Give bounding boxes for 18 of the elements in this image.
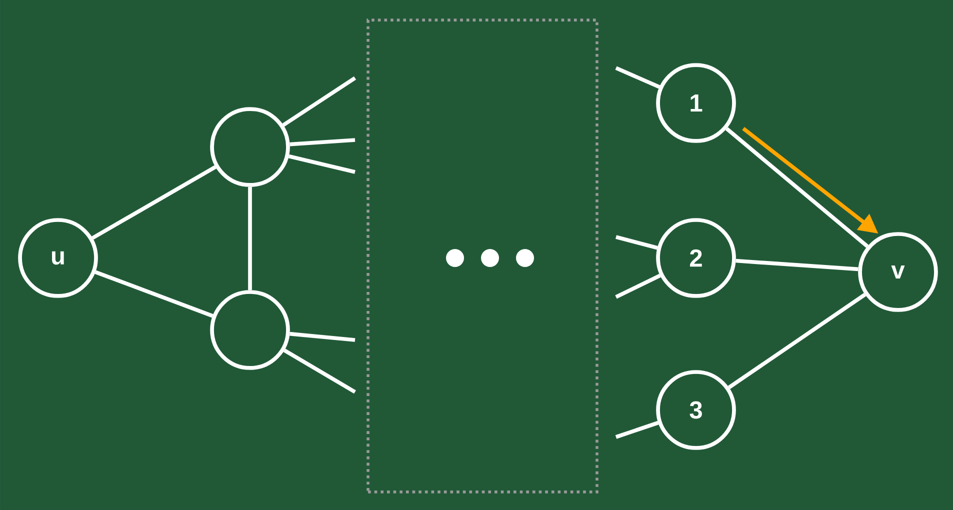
edge-line: [290, 332, 356, 342]
edge-line: [725, 127, 869, 248]
edge-line: [283, 348, 356, 394]
node-circle: [210, 290, 290, 370]
edge-line: [615, 274, 661, 299]
dotted-box: [366, 18, 598, 494]
edge-line: [736, 258, 858, 272]
edge-line: [248, 186, 252, 290]
edge-line: [616, 235, 658, 250]
edge-line: [615, 66, 660, 89]
edge-line: [288, 154, 356, 174]
edge-line: [94, 270, 214, 318]
node-circle: [210, 107, 290, 187]
edge-line: [92, 165, 216, 240]
edge-line: [290, 138, 356, 146]
edge-line: [615, 420, 659, 439]
edge-line: [728, 292, 866, 390]
edge-line: [282, 76, 356, 127]
